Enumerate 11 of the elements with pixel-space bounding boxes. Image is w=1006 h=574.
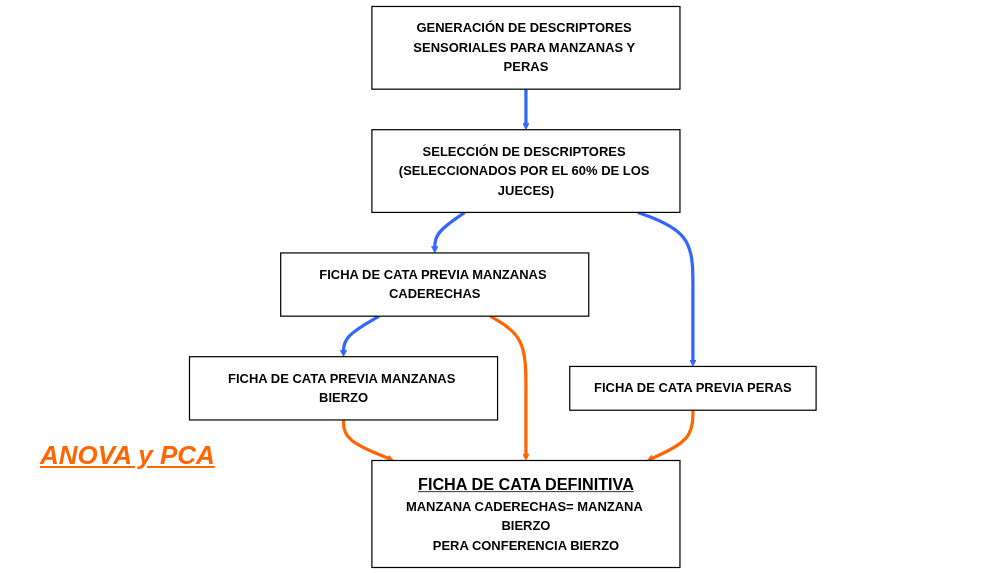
arrow bbox=[522, 89, 530, 131]
arrow bbox=[342, 419, 395, 462]
analysis-note: ANOVA y PCA bbox=[40, 440, 215, 471]
node-box: SELECCIÓN DE DESCRIPTORES (SELECCIONADOS POR EL 60% DE LOS JUECES) bbox=[371, 129, 681, 213]
node-box: FICHA DE CATA PREVIA MANZANAS CADERECHAS bbox=[280, 252, 590, 317]
node-box: FICHA DE CATA PREVIA PERAS bbox=[569, 365, 817, 411]
arrow bbox=[431, 211, 466, 254]
node-box: GENERACIÓN DE DESCRIPTORES SENSORIALES PARA MANZANAS Y PERAS bbox=[371, 5, 681, 90]
arrow bbox=[646, 410, 695, 462]
node-box: FICHA DE CATA PREVIA MANZANAS BIERZO bbox=[189, 356, 499, 421]
node-box: FICHA DE CATA DEFINITIVA MANZANA CADERECHAS= MANZANA BIERZO PERA CONFERENCIA BIERZO bbox=[371, 459, 681, 569]
